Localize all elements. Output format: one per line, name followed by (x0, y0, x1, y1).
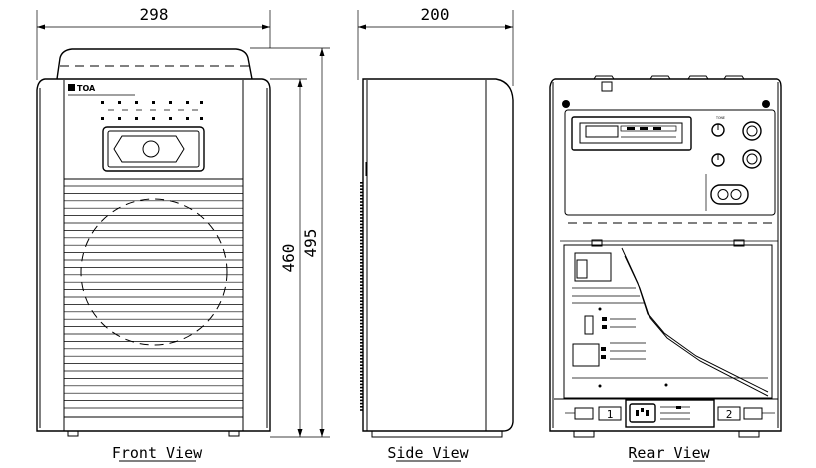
rear-view-label: Rear View (628, 444, 710, 462)
terminal-1-label-box (598, 406, 622, 421)
tone-label: TONE (715, 116, 725, 120)
rear-view: TONE (549, 75, 782, 438)
toa-logo-icon (68, 84, 75, 91)
front-receiver-window (102, 126, 205, 172)
indicator-leds (101, 101, 203, 120)
rear-control-panel: TONE (564, 109, 776, 216)
view-labels: Front View Side View Rear View (112, 444, 711, 462)
ac-inlet-panel (625, 399, 715, 428)
dimension-height-body: 460 (270, 78, 330, 438)
depth-value: 200 (421, 5, 450, 24)
terminal-2-label: 2 (726, 408, 733, 421)
terminal-2-jack-icon[interactable] (743, 407, 763, 420)
ac-inlet-icon[interactable] (629, 403, 656, 423)
line-out-jack-icon[interactable] (742, 149, 762, 169)
terminal-1-jack-icon[interactable] (574, 407, 594, 420)
front-speaker-grille (63, 178, 244, 418)
width-value: 298 (140, 5, 169, 24)
rear-bottom-panel: 1 2 (554, 398, 778, 428)
dimension-width-front: 298 (36, 5, 271, 80)
front-view: TOA (36, 48, 271, 437)
side-view-label: Side View (387, 444, 469, 462)
side-grille-ribs (360, 182, 363, 411)
rear-battery-compartment (563, 239, 773, 399)
height-total-value: 495 (301, 229, 320, 258)
rear-player-slot (571, 116, 692, 151)
dc-connector-icon[interactable] (710, 184, 749, 205)
side-view (360, 78, 514, 438)
terminal-2-label-box (717, 406, 741, 421)
dimension-height-total: 495 (250, 47, 330, 437)
height-body-value: 460 (279, 244, 298, 273)
terminal-1-label: 1 (607, 408, 614, 421)
front-logo-text: TOA (77, 84, 96, 93)
front-view-label: Front View (112, 444, 203, 462)
dimension-depth-side: 200 (357, 5, 514, 86)
front-woofer-outline (80, 198, 228, 346)
input-jack-icon[interactable] (742, 121, 762, 141)
